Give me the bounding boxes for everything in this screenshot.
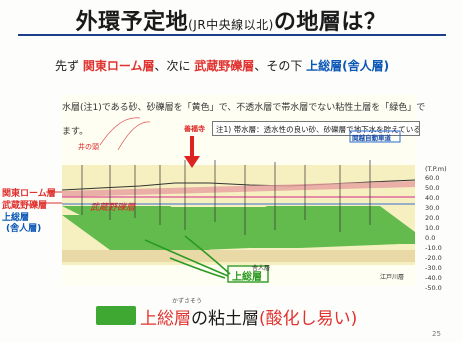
scale-tick: -50.0 (425, 284, 442, 292)
title-paren: (JR中央線以北) (188, 18, 274, 32)
subtitle-part-3: 、次に (154, 59, 195, 73)
hokoji-label: 善福寺 (184, 125, 205, 133)
caption-middle: の粘土層 (191, 309, 259, 329)
kazusa-handwritten-label: 上総層 (232, 272, 262, 283)
title-prefix: 外環予定地 (75, 10, 189, 35)
title-underline (18, 34, 446, 36)
subtitle-kanto-loam: 関東ローム層 (82, 59, 155, 73)
slide-title: 外環予定地(JR中央線以北)の地層は？ (0, 4, 462, 36)
kazusa-green-layers (62, 206, 415, 250)
road-label-box (349, 130, 401, 143)
road-label: 関越自動車道 (352, 134, 391, 142)
side-label-kazusa: 上総層 (2, 213, 30, 223)
scale-tick: 40.0 (425, 194, 440, 202)
scale-tick: 60.0 (425, 174, 440, 182)
scale-tick: -20.0 (425, 254, 442, 262)
page-number: 25 (432, 330, 441, 338)
side-label-musashino-gravel: 武蔵野礫層 (2, 201, 48, 211)
aquifer-note-box: 注1) 帯水層：透水性の良い砂、砂礫層で地下水を貯えている地層。 (212, 121, 420, 136)
kazusa-group-label: 舎人層 (252, 265, 271, 272)
side-label-kazusa-sub: (舎人層) (6, 224, 42, 234)
caption-furigana: かずさそう (172, 298, 203, 305)
edogawa-layer-label: 江戸川層 (380, 274, 405, 281)
bottom-caption: 上総層の粘土層(酸化し易い) (80, 304, 357, 329)
document-text-line-1: 水層(注1)である砂、砂礫層を「黄色」で、不透水層で帯水層でない粘性土層を「緑色… (62, 103, 426, 113)
subtitle-kazusa-layer: 上総層(舎人層) (306, 59, 390, 73)
scale-tick: 10.0 (425, 224, 440, 232)
gravel-handwritten-label: 武蔵野礫層 (90, 203, 136, 213)
scale-tick: -30.0 (425, 264, 442, 272)
lower-tan-layer (62, 250, 415, 262)
green-legend-swatch (96, 306, 136, 325)
subtitle: 先ず 関東ローム層、次に 武蔵野礫層、その下 上総層(舎人層) (55, 57, 389, 74)
hokoji-arrow-head (184, 156, 200, 168)
scale-unit-label: (T.P.m) (425, 165, 447, 173)
green-annotation-arrows (144, 235, 231, 279)
subtitle-part-1: 先ず (55, 59, 83, 73)
side-label-kanto-loam: 関東ローム層 (2, 189, 56, 199)
scale-tick: -40.0 (425, 274, 442, 282)
title-suffix: の地層は？ (273, 10, 387, 35)
caption-kazusa: 上総層 (140, 309, 191, 329)
boring-lines (81, 160, 371, 235)
document-text-line-2: ます。 (62, 127, 89, 137)
handwritten-red-annotation (99, 117, 151, 151)
subtitle-part-5: 、その下 (254, 59, 307, 73)
caption-oxidize: (酸化し易い) (259, 309, 358, 329)
scale-tick: 20.0 (425, 214, 440, 222)
subtitle-musashino-gravel: 武蔵野礫層 (194, 59, 255, 73)
scale-tick: 50.0 (425, 184, 440, 192)
scale-tick: 30.0 (425, 204, 440, 212)
scale-tick: -10.0 (425, 244, 442, 252)
kanto-loam-band (62, 181, 415, 197)
kazusa-annotation-box (227, 265, 269, 283)
scale-tick: 0.0 (425, 234, 436, 242)
inokashira-label: 井の頭 (78, 143, 99, 151)
